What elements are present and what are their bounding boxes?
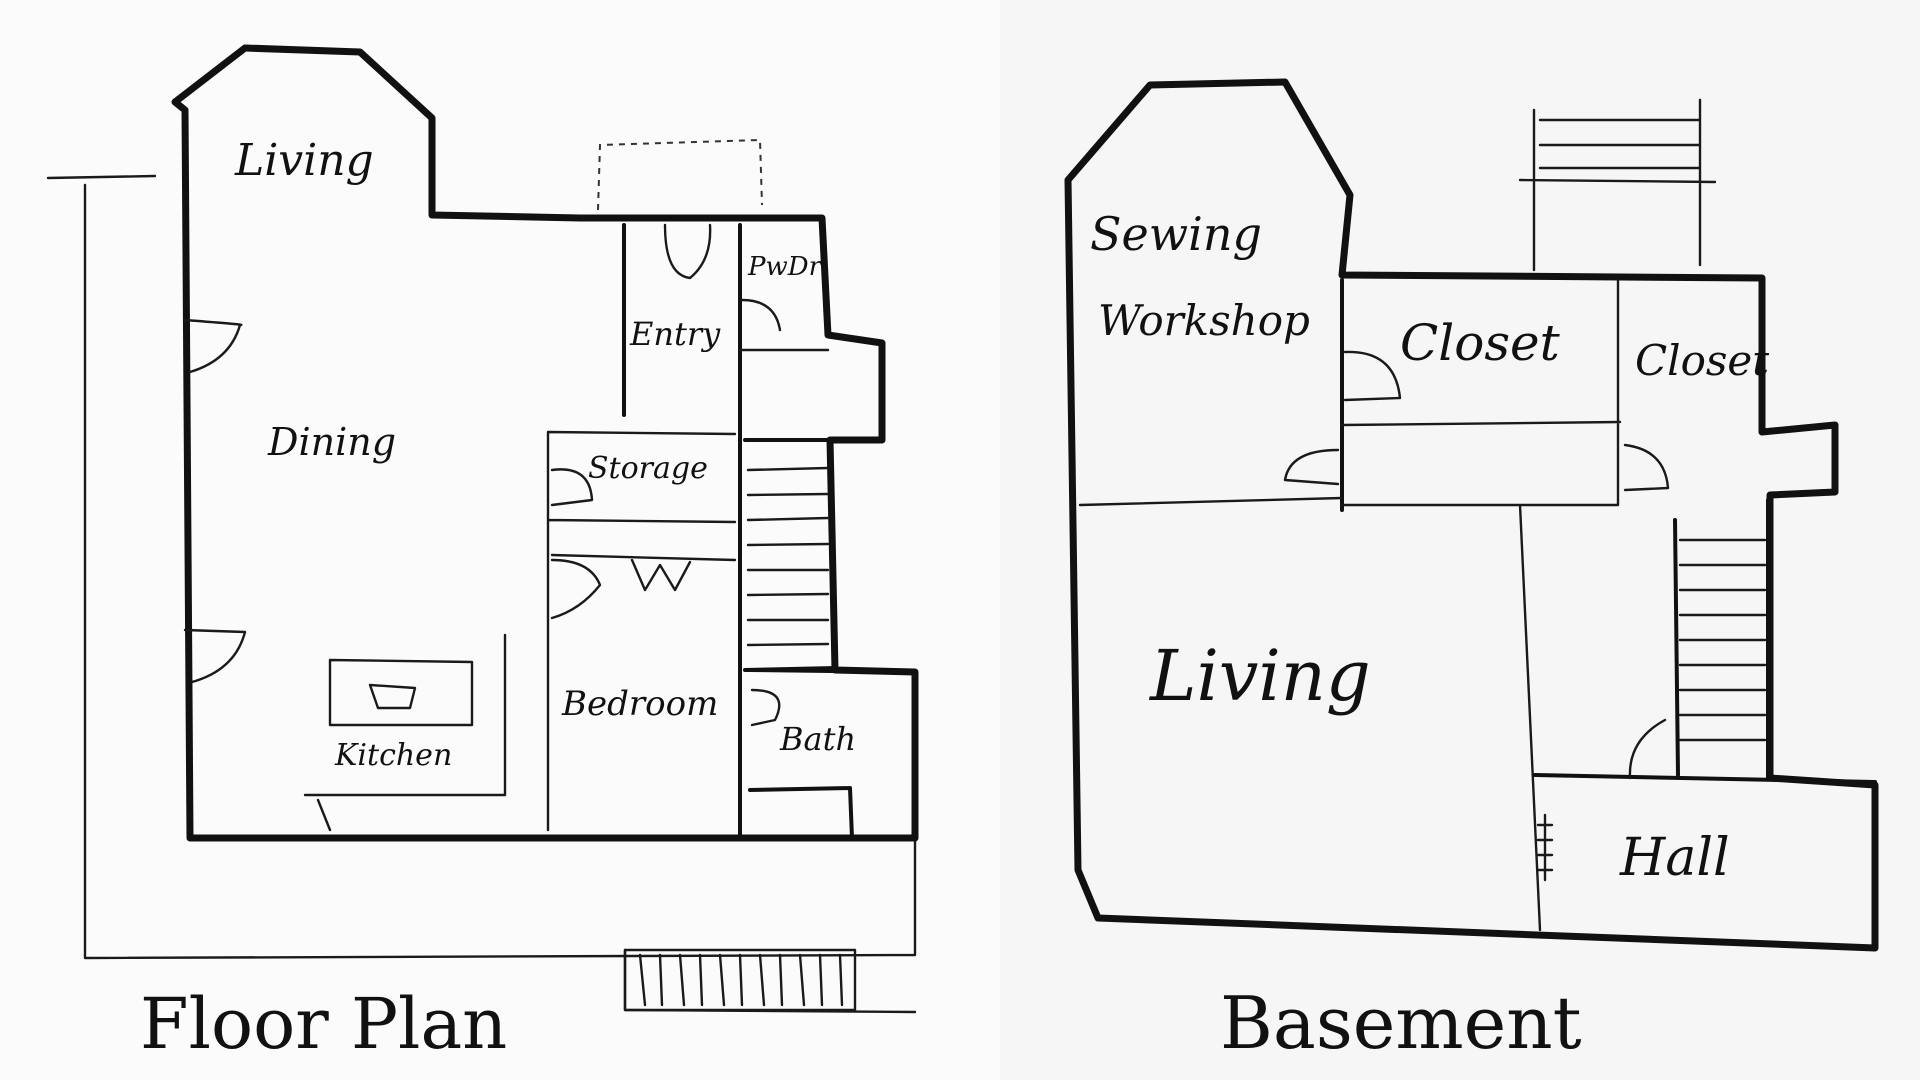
basement-room-label-hall: Hall: [1619, 828, 1730, 888]
door-swing: [183, 628, 247, 684]
room-label-entry: Entry: [629, 315, 721, 353]
room-label-dining: Dining: [267, 420, 396, 464]
basement-stairs-rail: [1673, 498, 1770, 780]
basement-door-swing: [1628, 718, 1667, 780]
basement-drawing: Sewing Workshop Closet Closet Living Hal…: [1064, 78, 1879, 1065]
room-label-bedroom: Bedroom: [561, 684, 718, 724]
basement-door-swing: [1283, 448, 1340, 486]
basement-wall-closet: [1340, 278, 1622, 507]
basement-exterior-wall: [1064, 78, 1879, 952]
room-label-kitchen: Kitchen: [334, 738, 452, 773]
door-swing: [630, 558, 692, 592]
basement-hall-door: [1536, 813, 1554, 882]
door-swing: [550, 558, 602, 620]
door-swing: [663, 223, 712, 280]
door-swing: [550, 468, 594, 507]
wall-storage: [546, 430, 737, 832]
basement-stair-well: [1518, 98, 1717, 272]
basement-room-label-closet-2: Closet: [1635, 336, 1769, 385]
porch-outline: [597, 138, 763, 211]
floor-plan-drawing: Living Dining Entry PwDr Storage Kitchen…: [46, 44, 919, 1065]
room-label-pwdr: PwDr: [747, 252, 823, 282]
room-label-bath: Bath: [779, 720, 856, 758]
basement-room-label-sewing: Sewing: [1090, 207, 1262, 261]
wall-kitchen: [303, 633, 507, 832]
door-swing: [183, 318, 243, 374]
exterior-wall: [171, 44, 919, 842]
basement-stair-treads: [1678, 538, 1767, 742]
basement-wall-living-top: [1078, 496, 1344, 507]
basement-room-label-living: Living: [1148, 635, 1371, 717]
floor-plan-title: Floor Plan: [140, 983, 507, 1065]
basement-wall-mid: [1518, 503, 1542, 932]
basement-wall-hall: [1533, 773, 1877, 784]
front-steps: [623, 948, 857, 1012]
basement-title: Basement: [1220, 981, 1582, 1065]
basement-room-label-workshop: Workshop: [1098, 296, 1310, 345]
basement-room-label-closet-1: Closet: [1400, 314, 1561, 372]
stair-treads: [746, 466, 830, 647]
room-label-living: Living: [234, 135, 374, 186]
room-label-storage: Storage: [588, 451, 708, 486]
wall-bath: [746, 668, 917, 840]
basement-door-swing: [1343, 350, 1402, 402]
basement-door-swing: [1623, 443, 1670, 492]
door-swing: [740, 298, 782, 332]
kitchen-sink: [328, 658, 474, 727]
door-swing: [750, 688, 781, 727]
